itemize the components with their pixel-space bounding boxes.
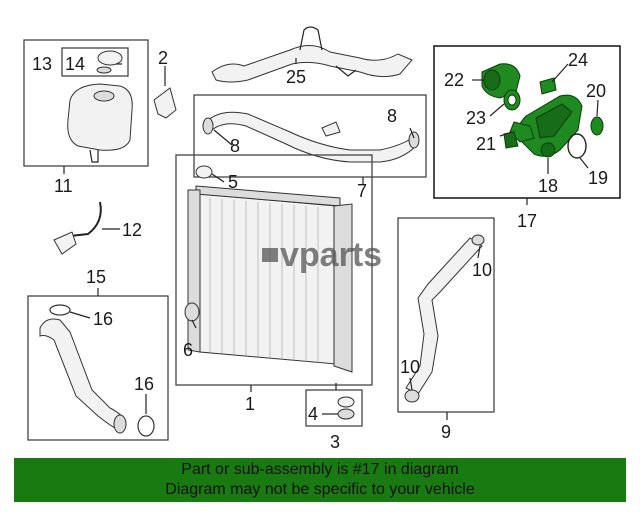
radiator-core[interactable] (187, 185, 353, 373)
callout-5: 5 (228, 172, 238, 192)
banner-line-1: Part or sub-assembly is #17 in diagram (181, 461, 459, 478)
callout-numbers: 1 2 3 4 5 6 7 8 8 9 10 10 11 12 13 14 15… (32, 48, 608, 452)
upper-hose[interactable] (202, 111, 420, 163)
box-mount-group (305, 389, 363, 427)
callout-24: 24 (568, 50, 588, 70)
callout-6: 6 (183, 340, 193, 360)
callout-20: 20 (586, 81, 606, 101)
mount-bushing-4[interactable] (337, 396, 355, 420)
sensor-21[interactable] (503, 121, 535, 149)
callout-8-left: 8 (230, 136, 240, 156)
callout-25: 25 (286, 67, 306, 87)
callout-2: 2 (158, 48, 168, 68)
callout-8-right: 8 (387, 106, 397, 126)
box-cap-subgroup (61, 47, 129, 77)
callout-16-top: 16 (93, 309, 113, 329)
callout-18: 18 (538, 176, 558, 196)
box-radiator-group (175, 154, 373, 386)
reservoir-cap[interactable] (96, 50, 123, 74)
vparts-watermark: vparts (262, 236, 382, 274)
callout-7: 7 (357, 181, 367, 201)
radiator-cap-5[interactable] (195, 165, 213, 179)
callout-15: 15 (86, 267, 106, 287)
box-upper-hose-group (193, 94, 427, 178)
info-banner: Part or sub-assembly is #17 in diagram D… (14, 458, 626, 502)
callout-16-bottom: 16 (134, 374, 154, 394)
callout-19: 19 (588, 168, 608, 188)
callout-23: 23 (466, 108, 486, 128)
parts-diagram: vparts 1 2 3 4 5 6 7 8 8 9 10 10 11 12 1… (23, 26, 621, 452)
callout-10-bottom: 10 (400, 357, 420, 377)
callout-13: 13 (32, 54, 52, 74)
callout-14: 14 (65, 54, 85, 74)
callout-12: 12 (122, 220, 142, 240)
callout-4: 4 (308, 404, 318, 424)
bracket-part[interactable] (153, 87, 177, 119)
leader-lines (63, 63, 599, 420)
gasket-23[interactable] (503, 89, 521, 111)
watermark-text: vparts (280, 236, 382, 274)
thermostat-housing[interactable] (517, 94, 583, 158)
lower-hose-15[interactable] (39, 318, 127, 434)
callout-10-top: 10 (472, 260, 492, 280)
callout-11: 11 (54, 176, 73, 196)
callout-21: 21 (476, 134, 496, 154)
hose-clip[interactable] (321, 121, 341, 137)
water-outlet-22[interactable] (481, 63, 521, 99)
reservoir-tank[interactable] (67, 83, 133, 163)
callout-1: 1 (245, 394, 255, 414)
small-hose-12[interactable] (53, 201, 102, 255)
clamp-16-top[interactable] (49, 304, 71, 316)
bypass-hose-assembly[interactable] (211, 26, 413, 83)
lower-radiator-hose[interactable] (404, 234, 485, 403)
clamp-16-bottom[interactable] (137, 415, 155, 437)
mount-insulator-6[interactable] (184, 302, 200, 322)
plug-20[interactable] (590, 116, 604, 136)
box-reservoir-group (23, 39, 149, 167)
o-ring-19[interactable] (567, 133, 587, 159)
callout-22: 22 (444, 70, 464, 90)
callout-9: 9 (441, 422, 451, 442)
banner-line-2: Diagram may not be specific to your vehi… (165, 481, 475, 498)
callout-17: 17 (517, 211, 537, 231)
box-lower-radiator-hose-group (397, 217, 495, 413)
callout-3: 3 (330, 432, 340, 452)
